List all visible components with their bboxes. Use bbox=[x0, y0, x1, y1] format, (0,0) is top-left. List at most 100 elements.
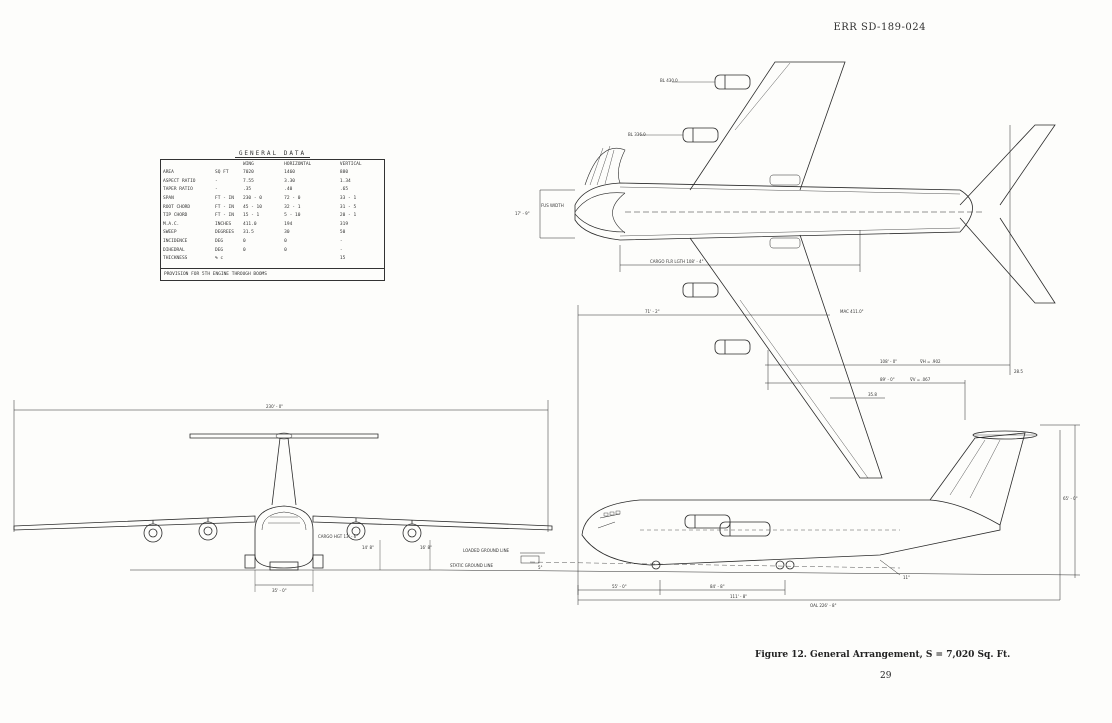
gd-cell: DEGREES bbox=[215, 230, 234, 236]
gd-cell: 194 bbox=[284, 221, 293, 227]
gd-cell: TIP CHORD bbox=[163, 213, 188, 219]
gd-cell: 411.0 bbox=[243, 221, 257, 227]
side-view bbox=[439, 424, 1081, 605]
static-ground-line-label: STATIC GROUND LINE bbox=[450, 563, 493, 568]
gd-col-header: WING bbox=[243, 161, 254, 167]
side-dimensions bbox=[520, 424, 1080, 605]
gd-cell: M.A.C. bbox=[163, 221, 180, 227]
gd-cell: 7020 bbox=[243, 170, 254, 176]
fuselage-width-label: 17' - 9" bbox=[515, 211, 530, 216]
gd-cell: DEG bbox=[215, 239, 224, 245]
gd-cell: 15 - 1 bbox=[243, 213, 260, 219]
gd-cell: 15 bbox=[339, 256, 346, 262]
gd-cell: .35 bbox=[243, 187, 252, 193]
front-wing-right bbox=[312, 515, 553, 531]
gd-cell: SWEEP bbox=[163, 230, 177, 236]
gd-cell: 45 - 10 bbox=[243, 204, 262, 210]
plan-wing-lower bbox=[689, 234, 883, 479]
fs-4-label: 55' - 0" bbox=[612, 584, 627, 589]
gd-cell: - bbox=[339, 247, 343, 253]
height-label: 65' - 0" bbox=[1063, 496, 1078, 501]
dim-14-label: 14' 8" bbox=[362, 545, 374, 550]
general-data-title: GENERAL DATA bbox=[160, 150, 385, 158]
gd-cell: 50 bbox=[339, 230, 346, 236]
vol-v-label: V̄V = .067 bbox=[910, 377, 931, 382]
gd-cell: 0 bbox=[284, 247, 287, 253]
gd-cell: 230 - 0 bbox=[243, 196, 262, 202]
plan-fuselage bbox=[574, 182, 973, 241]
angle-1-label: 11" bbox=[903, 575, 910, 580]
vol-h-label: V̄H = .902 bbox=[920, 359, 941, 364]
gd-cell: 72 - 0 bbox=[284, 196, 301, 202]
fs-2-label: 89' - 0" bbox=[880, 377, 895, 382]
gd-cell: 1460 bbox=[284, 170, 296, 176]
gd-cell: DEG bbox=[215, 247, 224, 253]
gd-cell: FT - IN bbox=[215, 196, 234, 202]
gd-cell: FT - IN bbox=[215, 204, 234, 210]
page-number: 29 bbox=[880, 671, 892, 681]
gd-cell: 3.30 bbox=[284, 178, 296, 184]
mac-v-label: 28.5 bbox=[1014, 369, 1023, 374]
dim-16-label: 16' 8" bbox=[420, 545, 432, 550]
table-row: M.A.C. INCHES 411.0 194 319 bbox=[161, 221, 384, 230]
loaded-ground-line-label: LOADED GROUND LINE bbox=[463, 548, 510, 553]
gd-cell: - bbox=[215, 187, 218, 193]
plan-wing-upper bbox=[689, 61, 846, 191]
plan-htail-lower bbox=[959, 217, 1056, 304]
gd-cell: 0 bbox=[284, 239, 287, 245]
front-wing-left bbox=[13, 515, 256, 531]
gd-cell: INCHES bbox=[215, 221, 232, 227]
gd-cell: FT - IN bbox=[215, 213, 234, 219]
gd-cell: 5 - 10 bbox=[284, 213, 301, 219]
gd-cell: 20 - 1 bbox=[339, 213, 357, 219]
table-row: TAPER RATIO-.35.40.65 bbox=[161, 186, 384, 195]
gd-cell: THICKNESS bbox=[163, 256, 188, 262]
cargo-height-label: CARGO HGT 13' - 6" bbox=[318, 534, 358, 539]
mac-h-label: 35.8 bbox=[868, 392, 877, 397]
document-id: ERR SD-189-024 bbox=[833, 22, 926, 33]
dimension-labels: BL 430.0 BL 336.0 230' - 0" 17' - 9" FUS… bbox=[266, 78, 1078, 608]
gd-cell: - bbox=[215, 178, 218, 184]
table-row: ROOT CHORD FT - IN 45 - 10 32 - 1 31 - 5 bbox=[161, 203, 384, 212]
provision-note: PROVISION FOR 5TH ENGINE THROUGH BOOMS bbox=[161, 267, 384, 280]
front-engines bbox=[143, 518, 422, 543]
gd-cell: 319 bbox=[339, 221, 349, 227]
gd-cell: 31 - 5 bbox=[339, 204, 357, 210]
gd-cell: 0 bbox=[243, 239, 246, 245]
cargo-floor-length: CARGO FLR LGTH 108' - 4" bbox=[650, 259, 704, 264]
table-row: TIP CHORD FT - IN 15 - 1 5 - 10 20 - 1 bbox=[161, 212, 384, 221]
gd-cell: 32 - 1 bbox=[284, 204, 301, 210]
gd-cell: ROOT CHORD bbox=[163, 204, 191, 210]
side-fuselage bbox=[581, 499, 1001, 566]
front-htail bbox=[189, 433, 379, 439]
gd-cell: .40 bbox=[284, 187, 293, 193]
gd-cell: ASPECT RATIO bbox=[163, 178, 196, 184]
figure-caption: Figure 12. General Arrangement, S = 7,02… bbox=[755, 650, 1011, 660]
gd-cell: % c bbox=[215, 256, 224, 262]
gd-cell: INCIDENCE bbox=[163, 239, 188, 245]
plan-nacelles bbox=[682, 74, 751, 355]
gd-cell: - bbox=[339, 239, 343, 245]
plan-view bbox=[574, 61, 1056, 479]
fs-1-label: 108' - 0" bbox=[880, 359, 897, 364]
fs-3-label: 111' - 8" bbox=[730, 594, 747, 599]
fus-width-caption: FUS WIDTH bbox=[541, 203, 564, 208]
plan-dimensions bbox=[539, 125, 1011, 595]
angle-2-label: 5° bbox=[538, 565, 543, 570]
gear-tread-label: 35' - 0" bbox=[272, 588, 287, 593]
front-landing-gear bbox=[244, 554, 324, 571]
gd-col-header: VERTICAL bbox=[339, 161, 362, 167]
gd-cell: SQ FT bbox=[215, 170, 229, 176]
gd-cell: 1.34 bbox=[339, 178, 351, 184]
nacelle-label-inner: BL 336.0 bbox=[628, 132, 646, 137]
mac-label: MAC 411.0" bbox=[840, 309, 864, 314]
front-fuselage bbox=[254, 505, 314, 569]
gd-cell: 880 bbox=[339, 170, 349, 176]
plan-htail-upper bbox=[959, 124, 1056, 206]
side-vtail bbox=[929, 432, 1026, 526]
gd-cell: TAPER RATIO bbox=[163, 187, 193, 193]
